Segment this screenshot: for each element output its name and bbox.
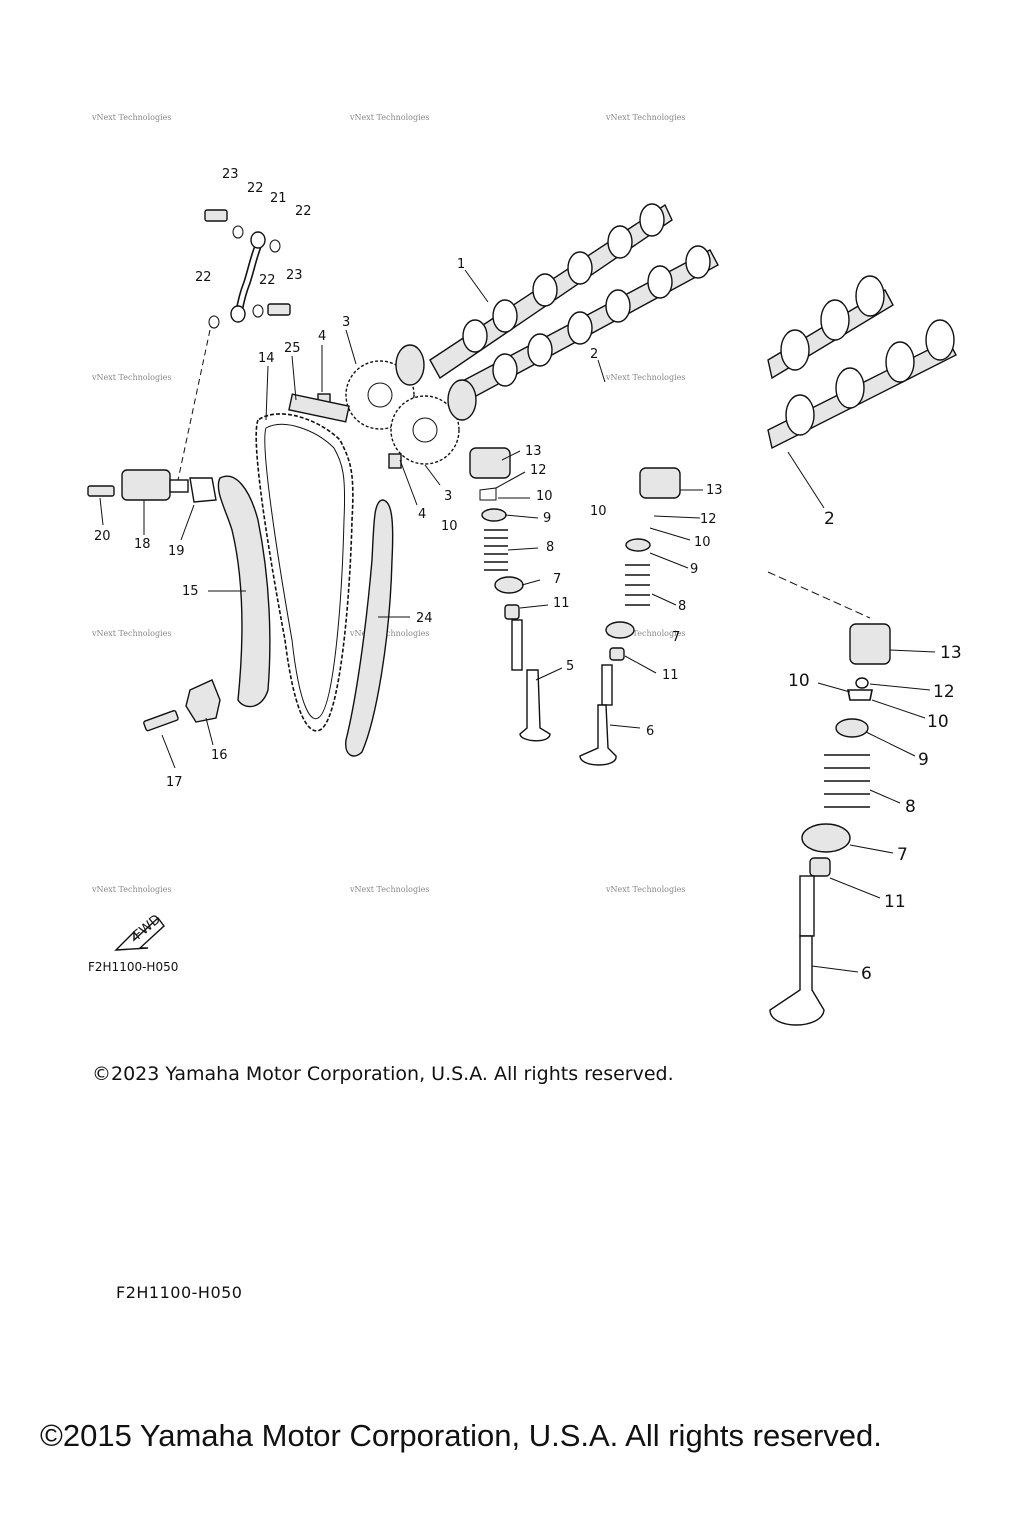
callout-13: 13	[525, 444, 542, 459]
drawing-code-secondary: F2H1100-H050	[116, 1283, 243, 1302]
callout-22: 22	[259, 273, 276, 288]
callout-15: 15	[182, 584, 199, 599]
callout-12: 12	[700, 512, 717, 527]
callouts-exhaust-small: 13 12 10 10 9 8 7 11	[590, 483, 723, 683]
callout-9: 9	[690, 562, 698, 577]
callout-1: 1	[457, 257, 465, 272]
top-chain-guide	[288, 393, 350, 423]
watermark: vNext Technologies	[605, 113, 685, 122]
callout-17: 17	[166, 775, 183, 790]
callout-18: 18	[134, 537, 151, 552]
callout-13: 13	[940, 643, 962, 663]
fwd-arrow: FWD	[114, 912, 165, 951]
callout-9: 9	[918, 750, 929, 770]
watermark: vNext Technologies	[91, 629, 171, 638]
valve-train-exhaust-small	[579, 467, 681, 766]
copyright-2023: ©2023 Yamaha Motor Corporation, U.S.A. A…	[92, 1063, 674, 1085]
callout-11: 11	[553, 596, 570, 611]
callout-10: 10	[927, 712, 949, 732]
callout-8: 8	[678, 599, 686, 614]
cam-sprockets	[317, 344, 477, 469]
callout-2: 2	[590, 347, 598, 362]
callout-13: 13	[706, 483, 723, 498]
callout-8: 8	[546, 540, 554, 555]
callout-6: 6	[861, 964, 872, 984]
callout-10: 10	[441, 519, 458, 534]
watermark: vNext Technologies	[349, 885, 429, 894]
callout-11: 11	[662, 668, 679, 683]
callout-6: 6	[646, 724, 654, 739]
callout-7: 7	[672, 630, 680, 645]
callout-11: 11	[884, 892, 906, 912]
watermark: vNext Technologies	[349, 629, 429, 638]
watermark: vNext Technologies	[91, 373, 171, 382]
callout-5: 5	[566, 659, 574, 674]
callout-7: 7	[897, 845, 908, 865]
callout-12: 12	[530, 463, 547, 478]
timing-chain	[255, 413, 354, 732]
callouts-main: 1 2 3 3 4 4 5 6 7 8 9 10 10 11 12 13 14 …	[94, 167, 654, 790]
callout-10: 10	[536, 489, 553, 504]
callout-2: 2	[824, 509, 835, 529]
cam-chain-tensioner	[87, 469, 217, 503]
watermark: vNext Technologies	[605, 629, 685, 638]
exhaust-chain-guide	[345, 499, 394, 757]
callout-16: 16	[211, 748, 228, 763]
callout-20: 20	[94, 529, 111, 544]
watermarks: vNext Technologies vNext Technologies vN…	[91, 113, 685, 894]
callout-22: 22	[295, 204, 312, 219]
watermark: vNext Technologies	[605, 373, 685, 382]
callout-14: 14	[258, 351, 275, 366]
watermark: vNext Technologies	[91, 113, 171, 122]
oil-pipe-assembly	[177, 209, 291, 481]
callout-4: 4	[418, 507, 426, 522]
callout-23: 23	[286, 268, 303, 283]
callout-10: 10	[590, 504, 607, 519]
callout-25: 25	[284, 341, 301, 356]
callout-22: 22	[195, 270, 212, 285]
callout-8: 8	[905, 797, 916, 817]
watermark: vNext Technologies	[91, 885, 171, 894]
watermark: vNext Technologies	[349, 113, 429, 122]
callout-23: 23	[222, 167, 239, 182]
callout-9: 9	[543, 511, 551, 526]
detail-view	[767, 275, 957, 1026]
callout-24: 24	[416, 611, 433, 626]
callout-19: 19	[168, 544, 185, 559]
callout-3: 3	[444, 489, 452, 504]
callouts-detail: 2 13 12 10 10 9 8 7 11 6	[788, 509, 962, 984]
callout-3: 3	[342, 315, 350, 330]
drawing-code: F2H1100-H050	[88, 960, 179, 974]
watermark: vNext Technologies	[605, 885, 685, 894]
callout-21: 21	[270, 191, 287, 206]
callout-4: 4	[318, 329, 326, 344]
copyright-2015: ©2015 Yamaha Motor Corporation, U.S.A. A…	[40, 1418, 882, 1453]
callout-10: 10	[694, 535, 711, 550]
callout-12: 12	[933, 682, 955, 702]
valve-train-intake-small	[469, 447, 551, 742]
callout-7: 7	[553, 572, 561, 587]
camshafts	[429, 203, 719, 403]
callout-10: 10	[788, 671, 810, 691]
callout-22: 22	[247, 181, 264, 196]
guide-pivot-bracket	[143, 679, 221, 732]
leader-lines	[99, 269, 936, 973]
